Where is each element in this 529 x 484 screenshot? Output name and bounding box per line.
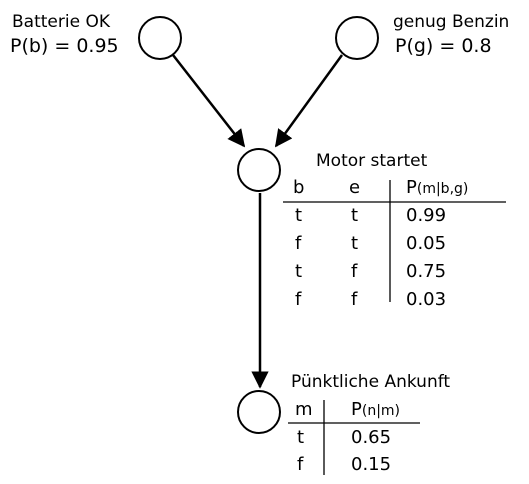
fuel-probability: P(g) = 0.8: [395, 35, 492, 57]
arrival-row-2-m: f: [297, 454, 304, 475]
engine-header-e: e: [349, 177, 360, 198]
engine-header-b: b: [293, 177, 304, 198]
arrival-header-p: P(n|m): [351, 399, 400, 420]
battery-probability: P(b) = 0.95: [10, 35, 119, 57]
engine-row-1-p: 0.99: [406, 205, 446, 226]
node-arrival: [237, 390, 281, 434]
engine-header-p-condition: (m|b,g): [417, 181, 469, 197]
engine-header-p: P(m|b,g): [406, 177, 468, 198]
arrival-row-1-m: t: [297, 427, 304, 448]
arrival-header-m: m: [295, 399, 313, 420]
engine-table-row: f f 0.03: [295, 289, 446, 310]
arrival-row-1-p: 0.65: [351, 427, 391, 448]
arrival-table-row: f 0.15: [297, 454, 391, 475]
engine-table-row: t f 0.75: [295, 261, 446, 282]
engine-table-row: t t 0.99: [295, 205, 446, 226]
arrival-table-row: t 0.65: [297, 427, 391, 448]
arrival-label: Pünktliche Ankunft: [291, 372, 450, 392]
node-fuel: [335, 16, 379, 60]
edge-fuel-to-engine: [274, 54, 344, 148]
arrival-header-p-condition: (n|m): [362, 403, 400, 419]
arrival-header-p-symbol: P: [351, 399, 362, 420]
engine-row-2-b: f: [295, 233, 302, 254]
engine-row-3-b: t: [295, 261, 302, 282]
battery-label: Batterie OK: [12, 12, 111, 32]
engine-row-4-e: f: [351, 289, 358, 310]
engine-header-p-symbol: P: [406, 177, 417, 198]
engine-row-2-p: 0.05: [406, 233, 446, 254]
engine-row-1-b: t: [295, 205, 302, 226]
engine-row-3-p: 0.75: [406, 261, 446, 282]
edge-battery-to-engine: [172, 54, 246, 148]
engine-row-1-e: t: [351, 205, 358, 226]
engine-label: Motor startet: [316, 151, 428, 171]
engine-table-row: f t 0.05: [295, 233, 446, 254]
fuel-label: genug Benzin: [393, 12, 509, 32]
node-battery: [138, 16, 182, 60]
engine-row-3-e: f: [351, 261, 358, 282]
engine-row-4-b: f: [295, 289, 302, 310]
engine-row-2-e: t: [351, 233, 358, 254]
arrival-row-2-p: 0.15: [351, 454, 391, 475]
engine-row-4-p: 0.03: [406, 289, 446, 310]
node-engine: [237, 148, 281, 192]
